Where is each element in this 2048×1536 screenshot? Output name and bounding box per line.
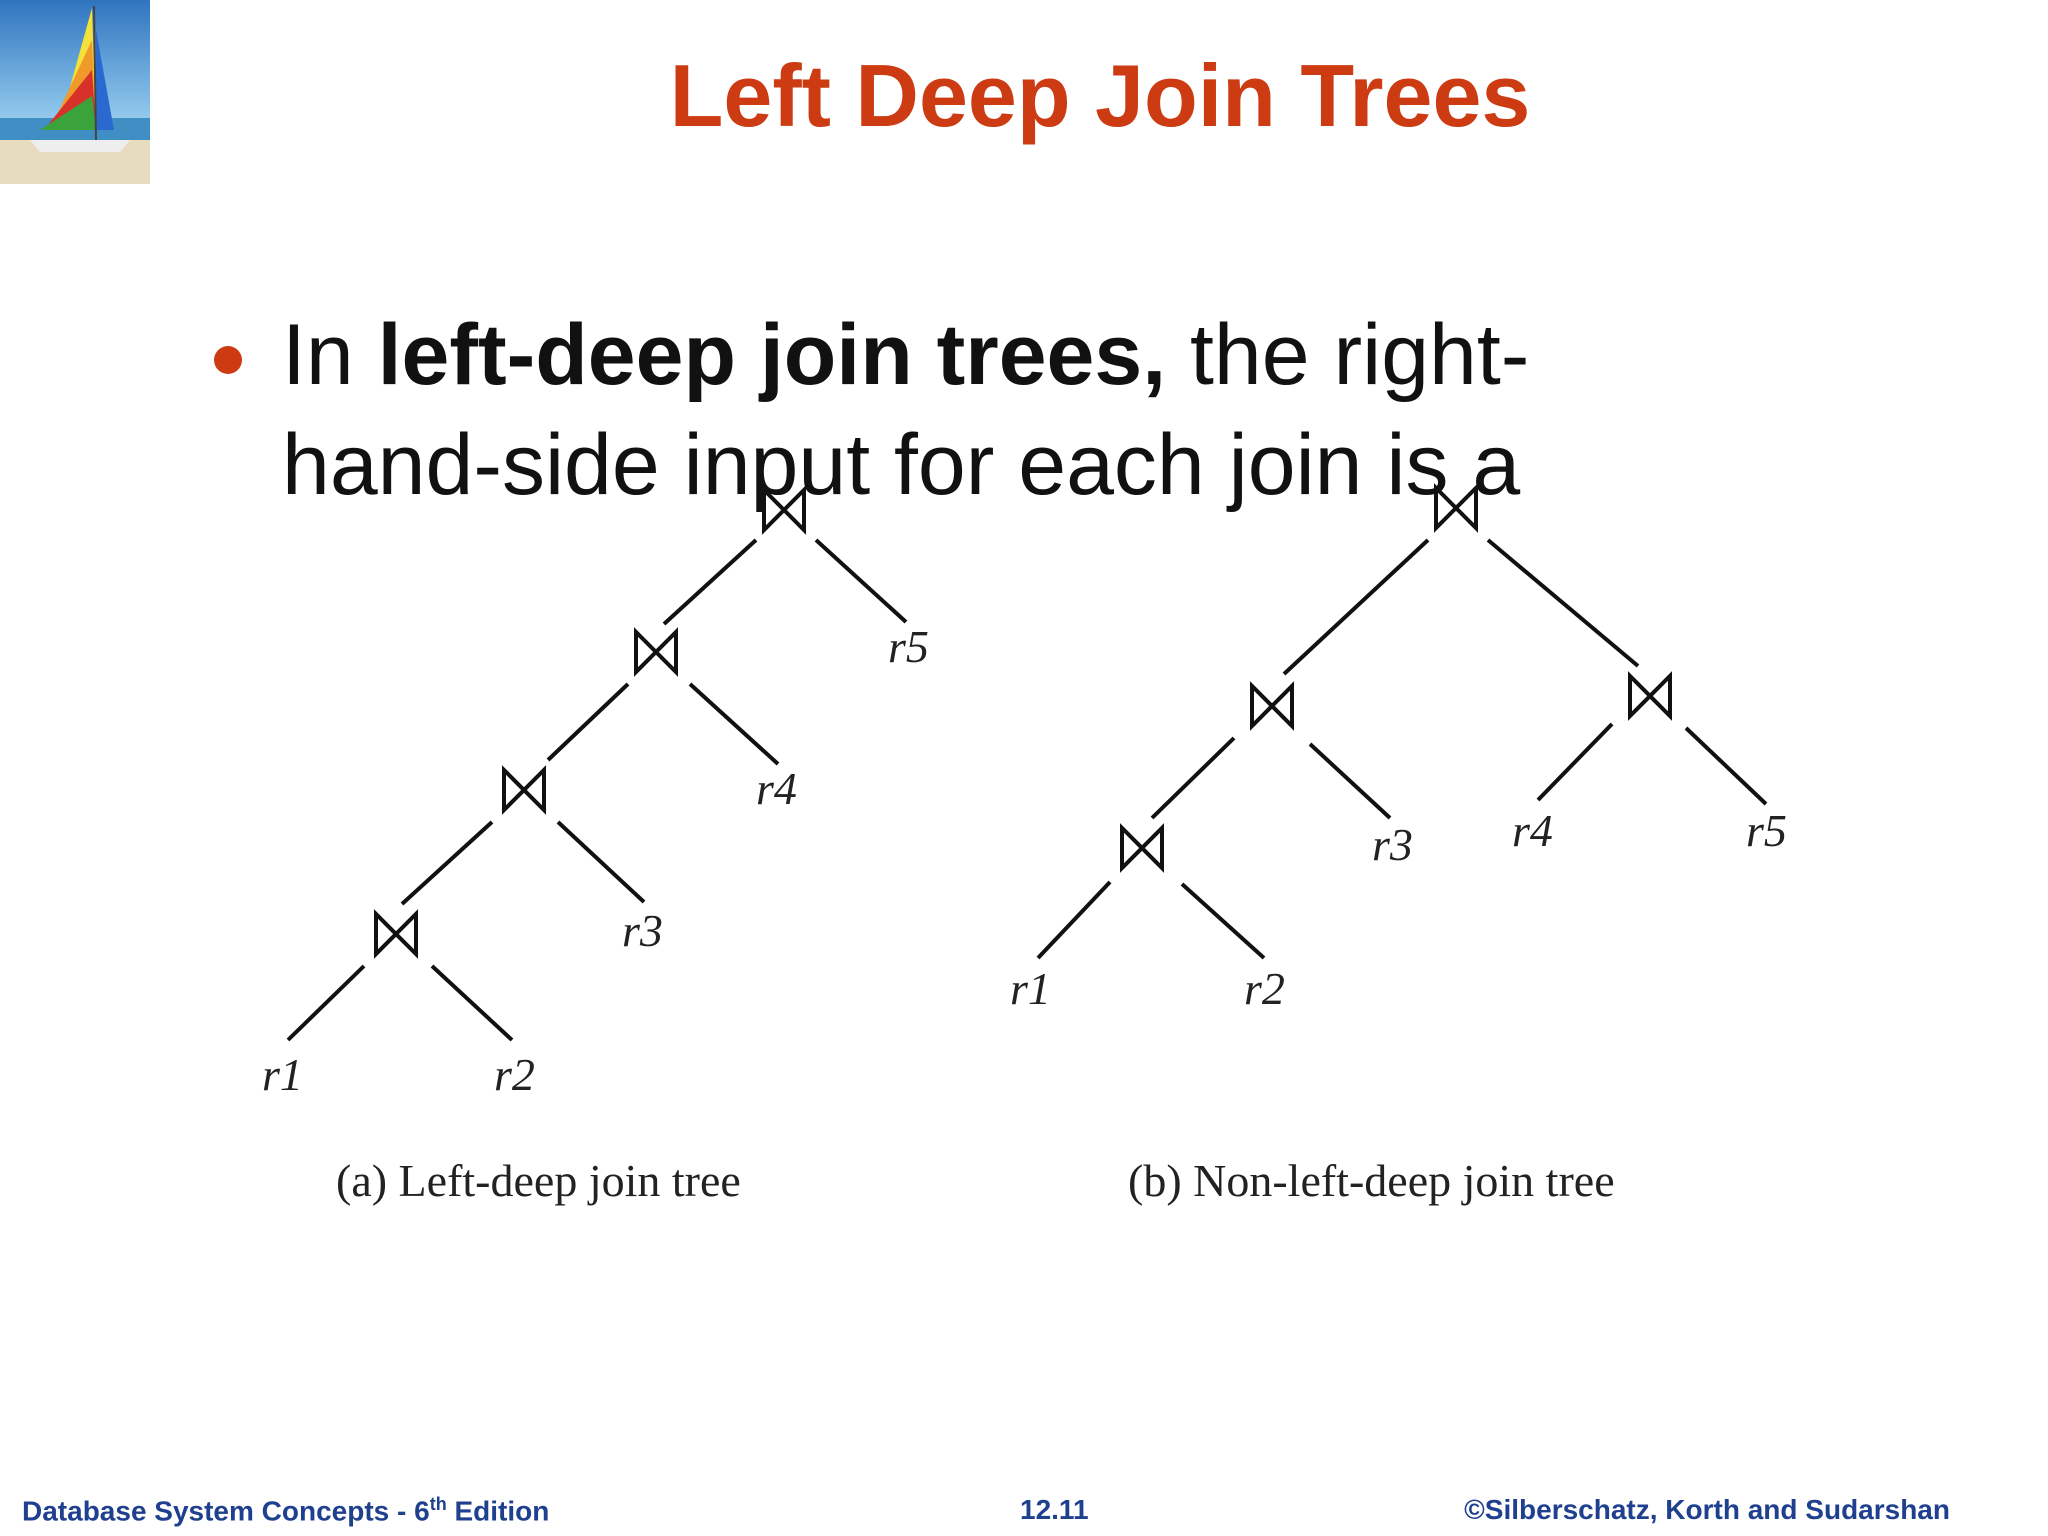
- bullet-bold-term: left-deep join trees,: [377, 307, 1167, 403]
- leaf-r3: r3: [1372, 819, 1413, 870]
- join-node-icon: [762, 485, 806, 535]
- tree-edge: [1036, 880, 1112, 960]
- tree-edge: [1180, 882, 1266, 960]
- footer-book-title: Database System Concepts - 6th Edition: [22, 1494, 549, 1527]
- tree-edge: [286, 964, 366, 1042]
- leaf-r1: r1: [262, 1049, 303, 1100]
- tree-edge: [1150, 736, 1236, 820]
- join-node-icon: [374, 909, 418, 959]
- tree-edge: [662, 538, 758, 626]
- right-tree: r3 r4 r5 r1 r2 (b) Non-left-deep join tr…: [1010, 483, 1787, 1206]
- join-node-icon: [502, 765, 546, 815]
- footer-edition-text: Edition: [446, 1495, 550, 1527]
- leaf-r2: r2: [1244, 963, 1285, 1014]
- bullet-prefix: In: [282, 307, 378, 403]
- tree-edge: [1536, 722, 1614, 802]
- tree-edge: [430, 964, 514, 1042]
- left-tree-caption: (a) Left-deep join tree: [336, 1155, 741, 1206]
- join-tree-diagram: r5 r4 r3 r1 r2 (a) Left-deep join tree: [262, 483, 1787, 1206]
- tree-edge: [1486, 538, 1640, 668]
- tree-edge: [1282, 538, 1430, 676]
- left-tree: r5 r4 r3 r1 r2 (a) Left-deep join tree: [262, 485, 929, 1206]
- bullet-rest: the right-hand-side input for each join …: [282, 307, 1530, 513]
- footer-book-title-text: Database System Concepts - 6: [22, 1495, 430, 1527]
- join-node-icon: [1250, 681, 1294, 731]
- leaf-r2: r2: [494, 1049, 535, 1100]
- slide-footer: Database System Concepts - 6th Edition 1…: [0, 1488, 2048, 1536]
- tree-edge: [814, 538, 908, 624]
- footer-copyright: ©Silberschatz, Korth and Sudarshan: [1464, 1494, 1950, 1525]
- footer-slide-number: 12.11: [1020, 1494, 1089, 1525]
- leaf-r3: r3: [622, 905, 663, 956]
- tree-edge: [1684, 726, 1768, 806]
- join-node-icon: [1120, 823, 1164, 873]
- leaf-r5: r5: [888, 621, 929, 672]
- tree-edge: [688, 682, 780, 766]
- slide-title: Left Deep Join Trees: [669, 46, 1531, 145]
- right-tree-caption: (b) Non-left-deep join tree: [1128, 1155, 1615, 1206]
- sailboat-logo: [0, 0, 150, 184]
- leaf-r4: r4: [1512, 805, 1553, 856]
- footer-edition-sup: th: [429, 1494, 447, 1514]
- join-node-icon: [634, 627, 678, 677]
- tree-edge: [556, 820, 646, 904]
- bullet-text: In left-deep join trees, the right-hand-…: [282, 300, 1742, 520]
- leaf-r5: r5: [1746, 805, 1787, 856]
- tree-edge: [546, 682, 630, 762]
- leaf-r4: r4: [756, 763, 797, 814]
- bullet-dot: [214, 346, 242, 374]
- tree-edge: [1308, 742, 1392, 820]
- leaf-r1: r1: [1010, 963, 1051, 1014]
- tree-edge: [400, 820, 494, 906]
- bullet-item: In left-deep join trees, the right-hand-…: [214, 300, 1744, 550]
- join-node-icon: [1628, 671, 1672, 721]
- join-node-icon: [1434, 483, 1478, 533]
